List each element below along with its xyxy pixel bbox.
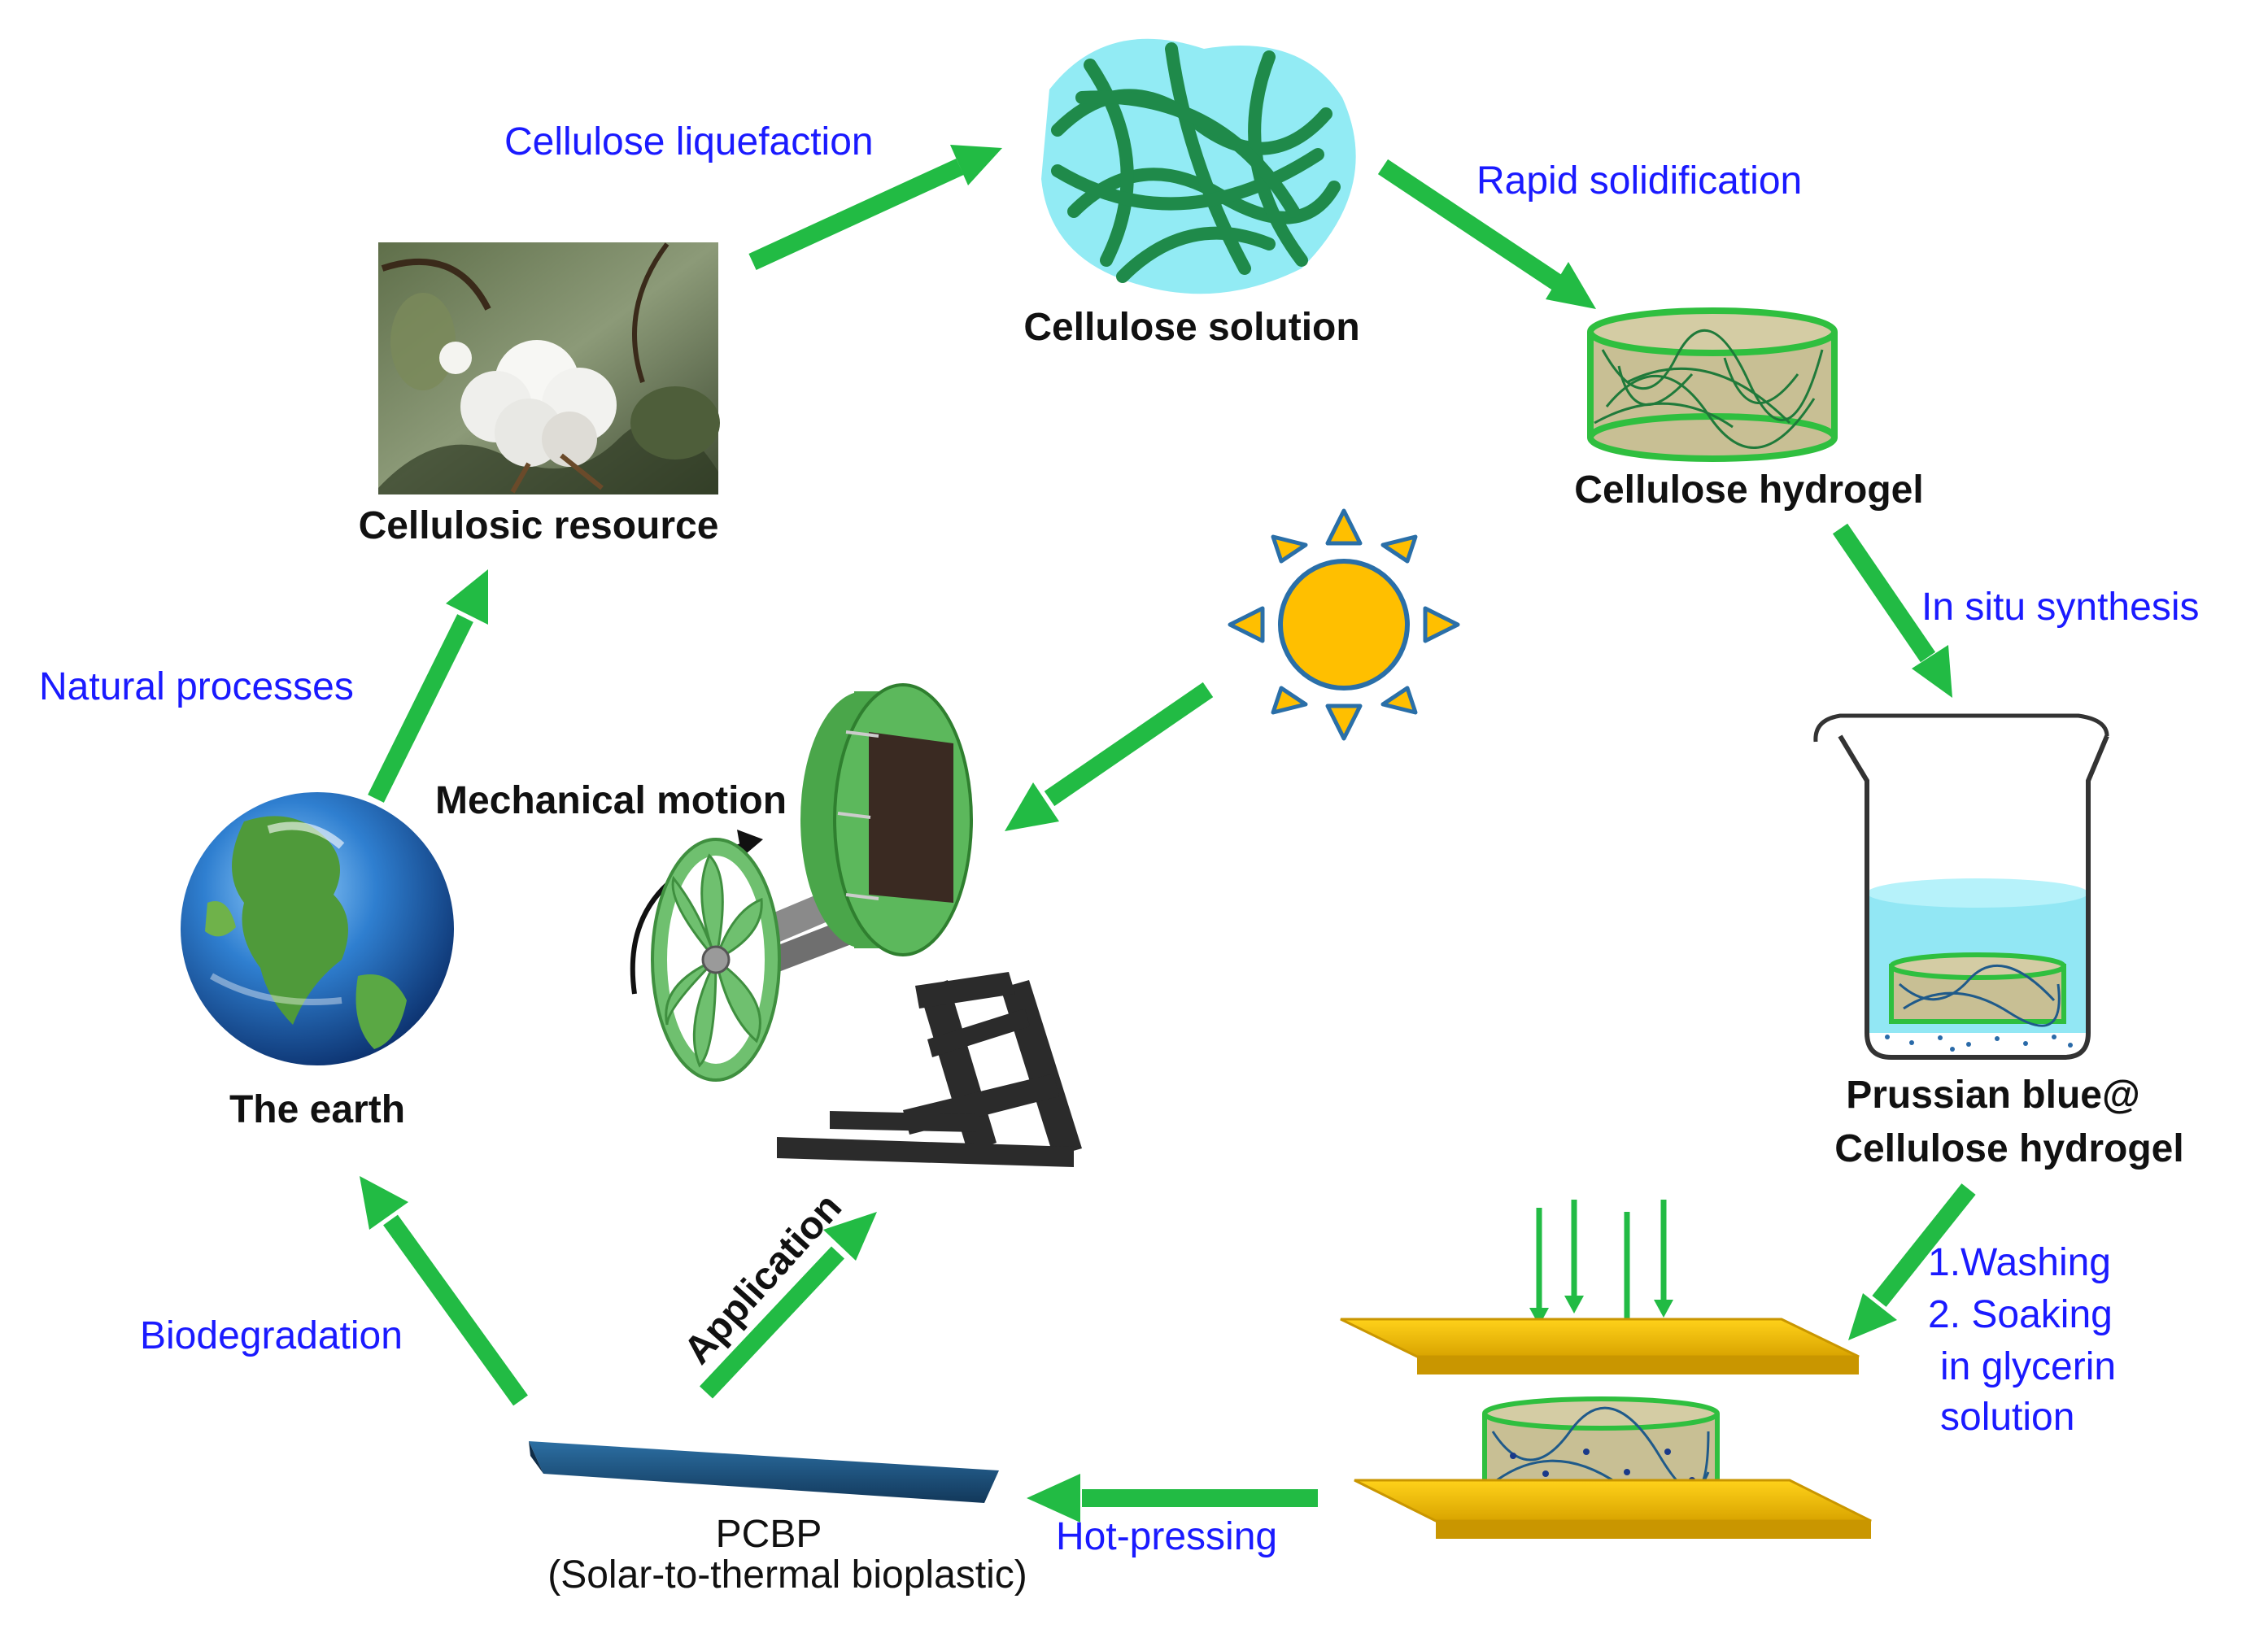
label-biodegradation: Biodegradation (140, 1314, 403, 1357)
label-natural: Natural processes (39, 665, 354, 708)
bioplastic-strip-icon (529, 1441, 999, 1503)
label-liquefaction: Cellulose liquefaction (504, 120, 874, 163)
fiber-tangle-icon (1041, 38, 1356, 294)
label-pcbp-line1: PCBP (716, 1513, 822, 1556)
arrow-sun-to-engine (1005, 682, 1214, 831)
arrow-synthesis (1832, 523, 1952, 698)
arrow-biodegradation (360, 1176, 528, 1406)
hydrogel-disk-icon (1587, 307, 1838, 462)
earth-globe-icon (181, 792, 454, 1065)
arrow-hot-pressing (1027, 1474, 1318, 1523)
arrow-washing (1848, 1183, 1976, 1340)
label-earth: The earth (229, 1088, 405, 1131)
solar-engine-icon (630, 683, 1082, 1167)
solar-drum (800, 683, 973, 956)
label-synthesis: In situ synthesis (1921, 586, 2199, 629)
label-hydrogel: Cellulose hydrogel (1574, 468, 1923, 512)
label-resource: Cellulosic resource (359, 504, 719, 547)
cotton-photo-icon (378, 242, 720, 494)
label-washing-1: 1.Washing (1928, 1241, 2111, 1284)
label-washing-3: in glycerin (1940, 1345, 2116, 1388)
label-washing-4: solution (1940, 1396, 2074, 1439)
label-motion: Mechanical motion (435, 779, 787, 822)
label-pcbp-line2: (Solar-to-thermal bioplastic) (547, 1553, 1027, 1597)
arrow-liquefaction (748, 145, 1002, 270)
label-pb-line1: Prussian blue@ (1846, 1074, 2140, 1117)
arrow-solidification (1377, 159, 1596, 309)
beaker-icon (1813, 713, 2109, 1060)
hot-press-icon (1340, 1200, 1872, 1539)
label-pb-line2: Cellulose hydrogel (1834, 1127, 2183, 1170)
label-solidification: Rapid solidification (1476, 159, 1802, 203)
stage-labels: Cellulose solution Cellulose hydrogel Pr… (229, 306, 2184, 1597)
label-solution: Cellulose solution (1023, 306, 1359, 349)
label-washing-2: 2. Soaking (1928, 1293, 2113, 1336)
label-hot-pressing: Hot-pressing (1056, 1515, 1277, 1558)
process-arrows (360, 145, 1976, 1523)
arrow-natural (368, 569, 488, 803)
engine-stand (777, 972, 1082, 1167)
fan-rotor (651, 838, 781, 1082)
pressure-arrows (1536, 1200, 1667, 1322)
sun-icon (1228, 508, 1460, 741)
arrow-application (699, 1212, 877, 1399)
